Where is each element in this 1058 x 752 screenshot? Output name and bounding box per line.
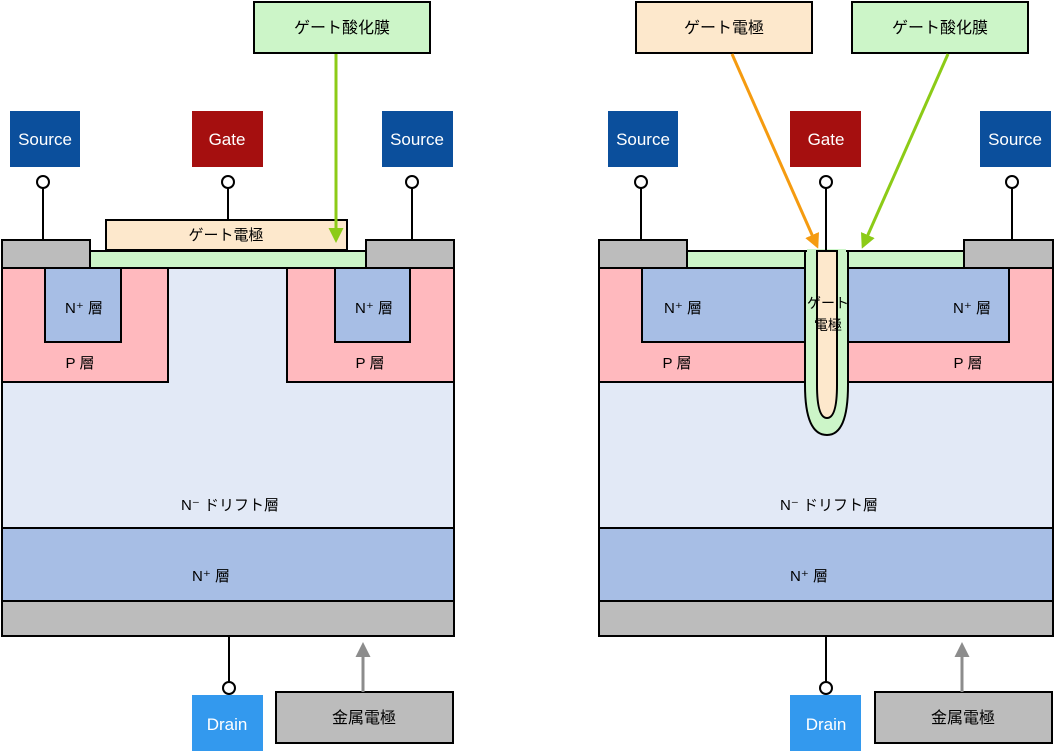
drain-metal-layer bbox=[1, 600, 455, 637]
gate-label: Gate bbox=[209, 130, 246, 149]
oxide-callout-label: ゲート酸化膜 bbox=[892, 19, 988, 37]
planar-mosfet: Source Gate Source Drain ゲート酸化膜 ゲート電極 N⁺… bbox=[1, 1, 455, 751]
source-contact-right bbox=[365, 239, 455, 269]
drain-label-box bbox=[790, 695, 861, 751]
trench-gate-electrode bbox=[816, 250, 838, 420]
source-contact-right bbox=[963, 239, 1054, 269]
drain-label: Drain bbox=[207, 715, 248, 734]
source-label-box-right bbox=[382, 111, 453, 167]
p-label-left: P 層 bbox=[66, 355, 95, 372]
oxide-callout-arrow bbox=[860, 53, 950, 249]
source-label-box-left bbox=[10, 111, 80, 167]
metal-callout-box bbox=[874, 691, 1053, 744]
source-terminal-left-node bbox=[634, 175, 648, 189]
gate-terminal-node bbox=[221, 175, 235, 189]
drain-terminal-node bbox=[819, 681, 833, 695]
n-plus-label-right: N⁺ 層 bbox=[953, 300, 991, 317]
source-contact-left bbox=[1, 239, 91, 269]
source-label-left: Source bbox=[616, 130, 670, 149]
source-terminal-right-node bbox=[1005, 175, 1019, 189]
n-plus-substrate bbox=[598, 527, 1054, 602]
n-plus-label-left: N⁺ 層 bbox=[664, 300, 702, 317]
source-label-right: Source bbox=[988, 130, 1042, 149]
oxide-callout-box bbox=[253, 1, 431, 54]
source-terminal-left-node bbox=[36, 175, 50, 189]
drain-label: Drain bbox=[806, 715, 847, 734]
gate-label-box bbox=[790, 111, 861, 167]
n-plus-region-right bbox=[846, 267, 1010, 343]
n-plus-region-left bbox=[641, 267, 808, 343]
drain-label-box bbox=[192, 695, 263, 751]
n-plus-region-left bbox=[44, 267, 122, 343]
gate-label: Gate bbox=[808, 130, 845, 149]
substrate-label: N⁺ 層 bbox=[192, 568, 230, 585]
source-contact-left bbox=[598, 239, 688, 269]
gate-electrode bbox=[105, 219, 348, 251]
trench-gate-label-line2: 電極 bbox=[814, 317, 842, 333]
drift-label: N⁻ ドリフト層 bbox=[181, 497, 279, 514]
trench-mosfet: Source Gate Source Drain ゲート電極 ゲート酸化膜 ゲー… bbox=[598, 1, 1054, 751]
oxide-callout-box bbox=[851, 1, 1029, 54]
substrate-label: N⁺ 層 bbox=[790, 568, 828, 585]
n-plus-substrate bbox=[1, 527, 455, 602]
n-plus-label-right: N⁺ 層 bbox=[355, 300, 393, 317]
gate-callout-arrow bbox=[730, 53, 820, 249]
source-terminal-right-node bbox=[405, 175, 419, 189]
source-label-box-right bbox=[980, 111, 1051, 167]
n-plus-region-right bbox=[334, 267, 411, 343]
p-label-left: P 層 bbox=[663, 355, 692, 372]
metal-callout-box bbox=[275, 691, 454, 744]
drain-terminal-node bbox=[222, 681, 236, 695]
gate-electrode-label: ゲート電極 bbox=[188, 227, 263, 244]
trench-gate-label-line1: ゲート bbox=[807, 295, 849, 311]
metal-callout-label: 金属電極 bbox=[332, 709, 396, 727]
source-label-right: Source bbox=[390, 130, 444, 149]
drain-metal-layer bbox=[598, 600, 1054, 637]
gate-callout-label: ゲート電極 bbox=[684, 19, 764, 37]
gate-terminal-node bbox=[819, 175, 833, 189]
oxide-callout-label: ゲート酸化膜 bbox=[294, 19, 390, 37]
p-label-right: P 層 bbox=[954, 355, 983, 372]
source-label-left: Source bbox=[18, 130, 72, 149]
gate-label-box bbox=[192, 111, 263, 167]
drift-label: N⁻ ドリフト層 bbox=[780, 497, 878, 514]
n-plus-label-left: N⁺ 層 bbox=[65, 300, 103, 317]
gate-callout-box bbox=[635, 1, 813, 54]
gate-oxide-layer bbox=[89, 250, 367, 269]
source-label-box-left bbox=[608, 111, 678, 167]
p-label-right: P 層 bbox=[356, 355, 385, 372]
metal-callout-label: 金属電極 bbox=[931, 709, 995, 727]
